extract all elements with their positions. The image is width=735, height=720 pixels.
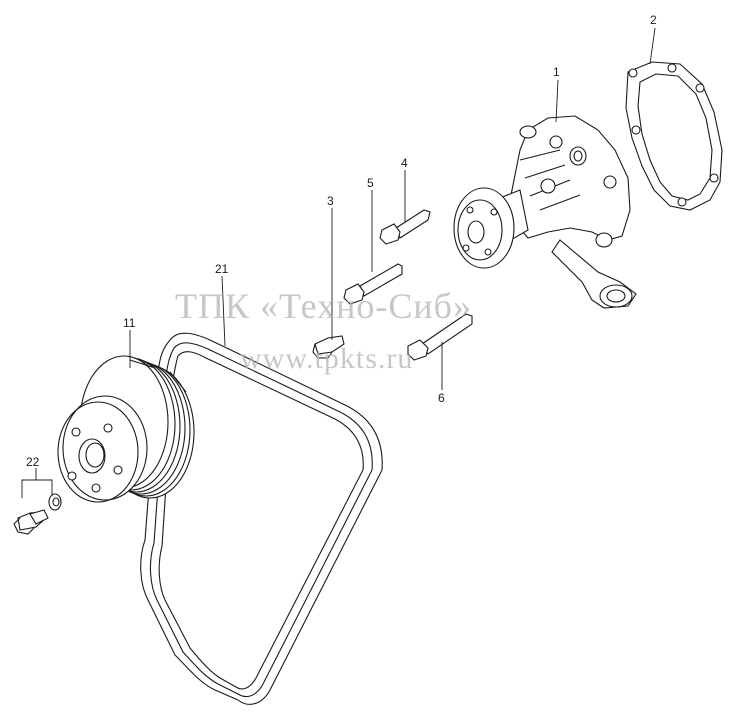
bolt-4 xyxy=(379,209,431,245)
callout-4: 4 xyxy=(401,156,408,170)
leader-lines xyxy=(21,27,656,498)
callout-11: 11 xyxy=(123,316,136,330)
bolt-5 xyxy=(343,263,403,305)
callout-3: 3 xyxy=(327,194,334,208)
watermark-company: ТПК «Техно-Сиб» xyxy=(175,286,472,326)
water-pump xyxy=(453,115,637,309)
bolt-6 xyxy=(407,313,473,361)
callout-2: 2 xyxy=(650,13,657,27)
callout-21: 21 xyxy=(215,262,229,276)
callout-6: 6 xyxy=(438,391,445,405)
callout-1: 1 xyxy=(553,65,560,79)
pulley-bolt-and-washer xyxy=(13,493,62,535)
crankshaft-pulley xyxy=(57,355,195,503)
callout-5: 5 xyxy=(367,176,374,190)
bolt-3 xyxy=(312,335,345,359)
v-belt xyxy=(140,332,383,705)
pump-gasket xyxy=(625,61,723,211)
watermark-website: www.tpkts.ru xyxy=(240,342,413,375)
callout-22: 22 xyxy=(26,455,40,469)
